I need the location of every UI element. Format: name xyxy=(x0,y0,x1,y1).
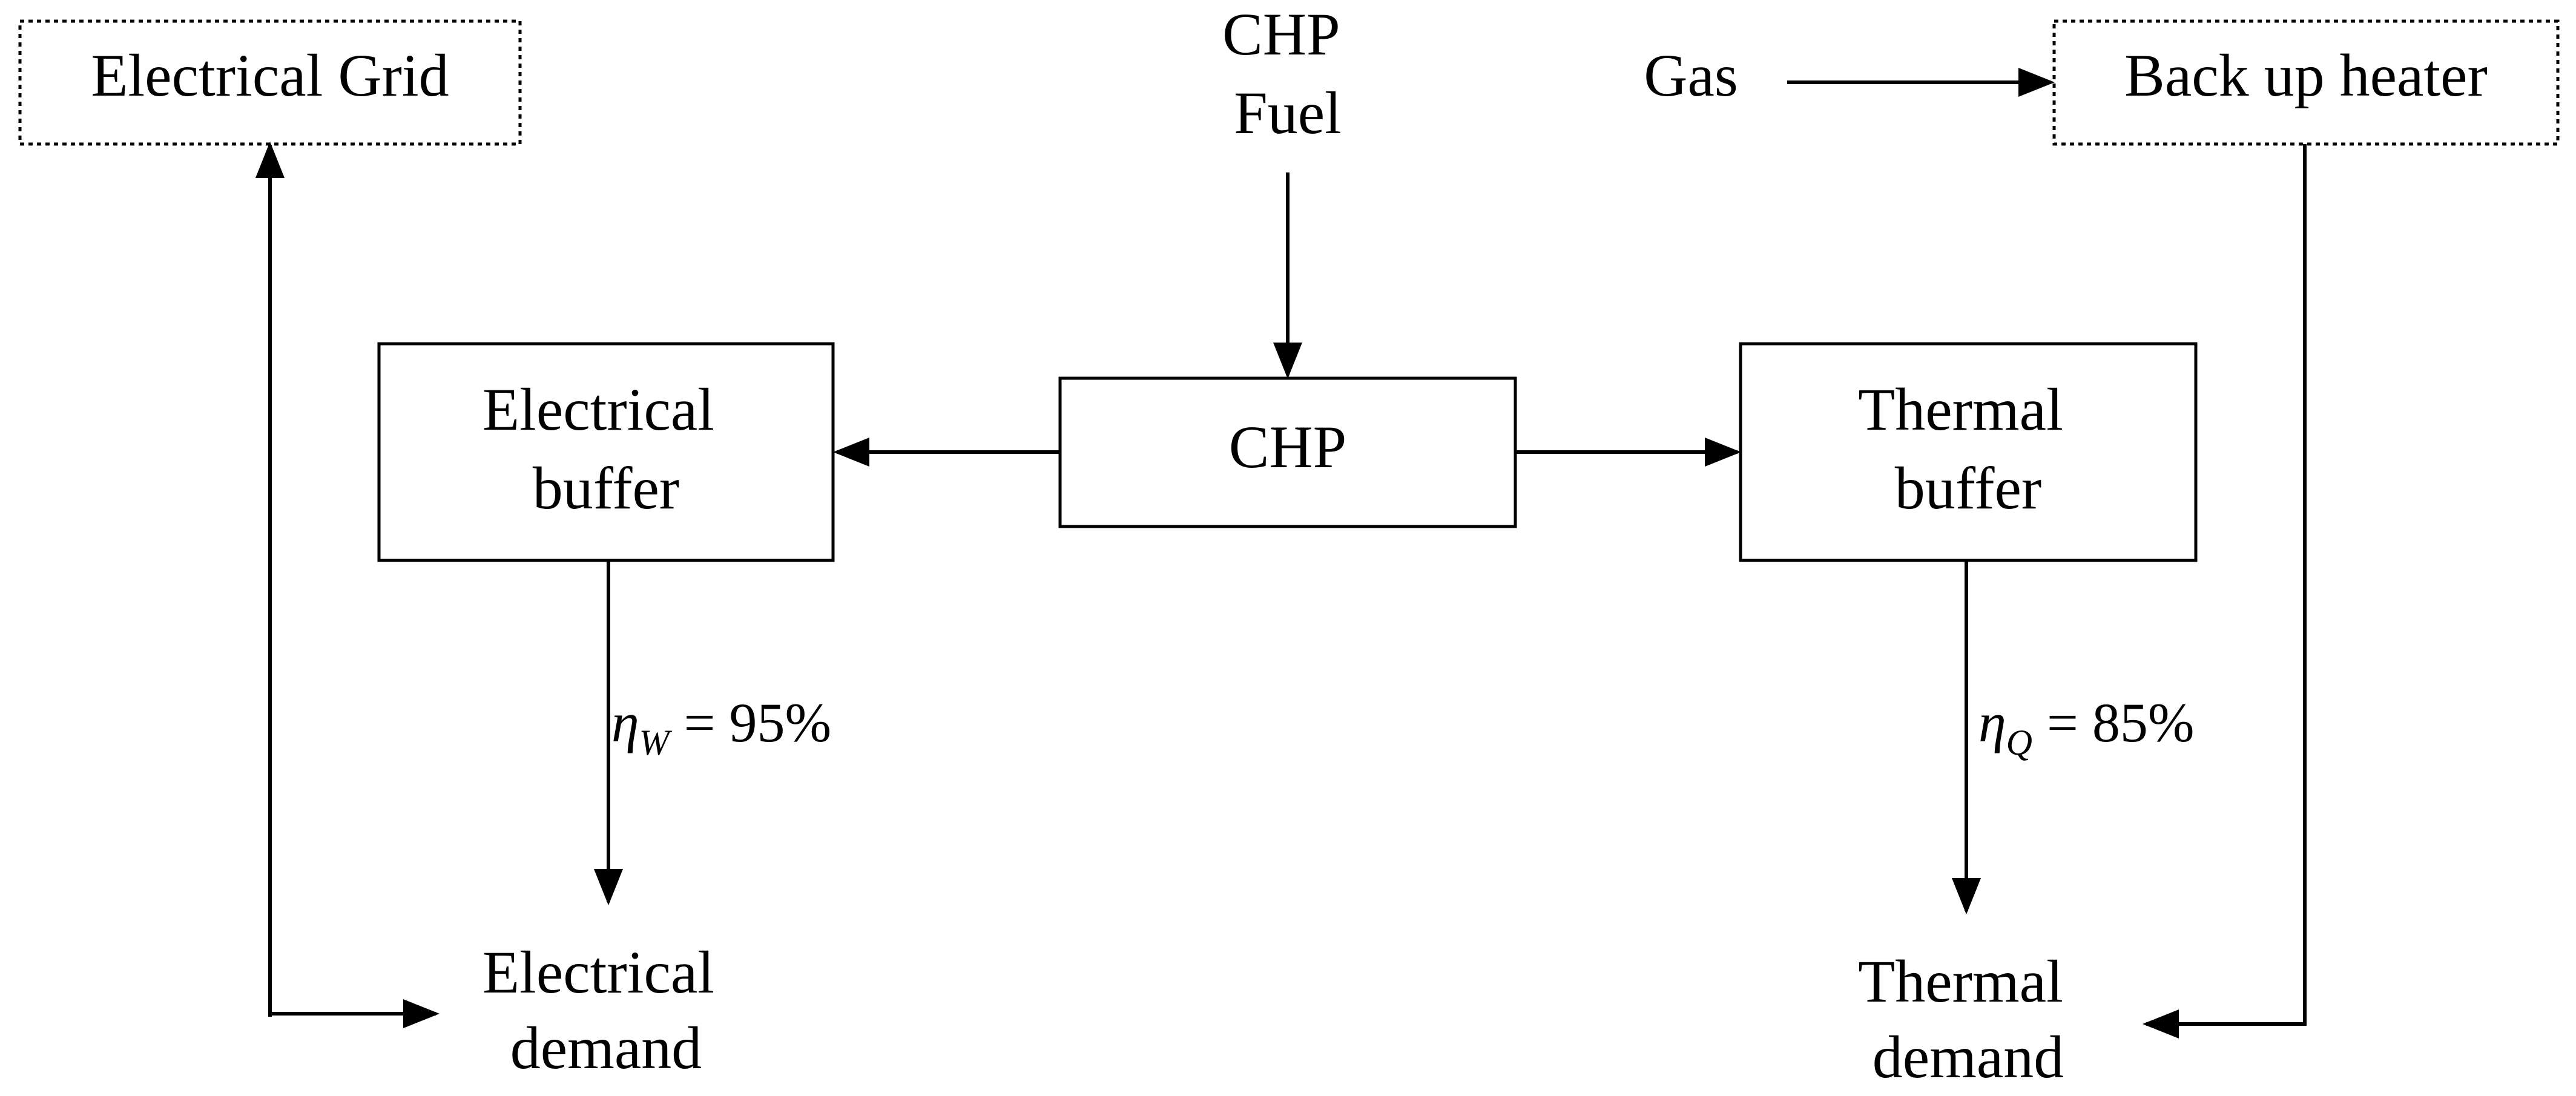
electrical-buffer-label: Electrical buffer xyxy=(483,376,730,522)
thermal-efficiency-label: ηQ= 85% xyxy=(1978,692,2195,763)
chp-label: CHP xyxy=(1229,413,1347,481)
electrical-buffer-box xyxy=(377,342,835,562)
thermal-buffer-box xyxy=(1739,342,2198,562)
chp-fuel-label: CHP Fuel xyxy=(1222,1,1353,146)
backup-heater-box xyxy=(2052,19,2560,146)
backup-heater-label: Back up heater xyxy=(2124,42,2488,109)
thermal-demand-label: Thermal demand xyxy=(1858,948,2078,1091)
electrical-grid-label: Electrical Grid xyxy=(91,42,449,109)
electrical-demand-label: Electrical demand xyxy=(483,939,730,1081)
electrical-efficiency-label: ηW= 95% xyxy=(611,692,831,763)
electrical-grid-box xyxy=(18,19,522,146)
thermal-buffer-label: Thermal buffer xyxy=(1858,376,2078,522)
gas-label: Gas xyxy=(1644,42,1738,109)
backup-heater-to-thermal-demand-arrow xyxy=(2143,144,2307,1039)
chp-box xyxy=(1058,376,1517,528)
